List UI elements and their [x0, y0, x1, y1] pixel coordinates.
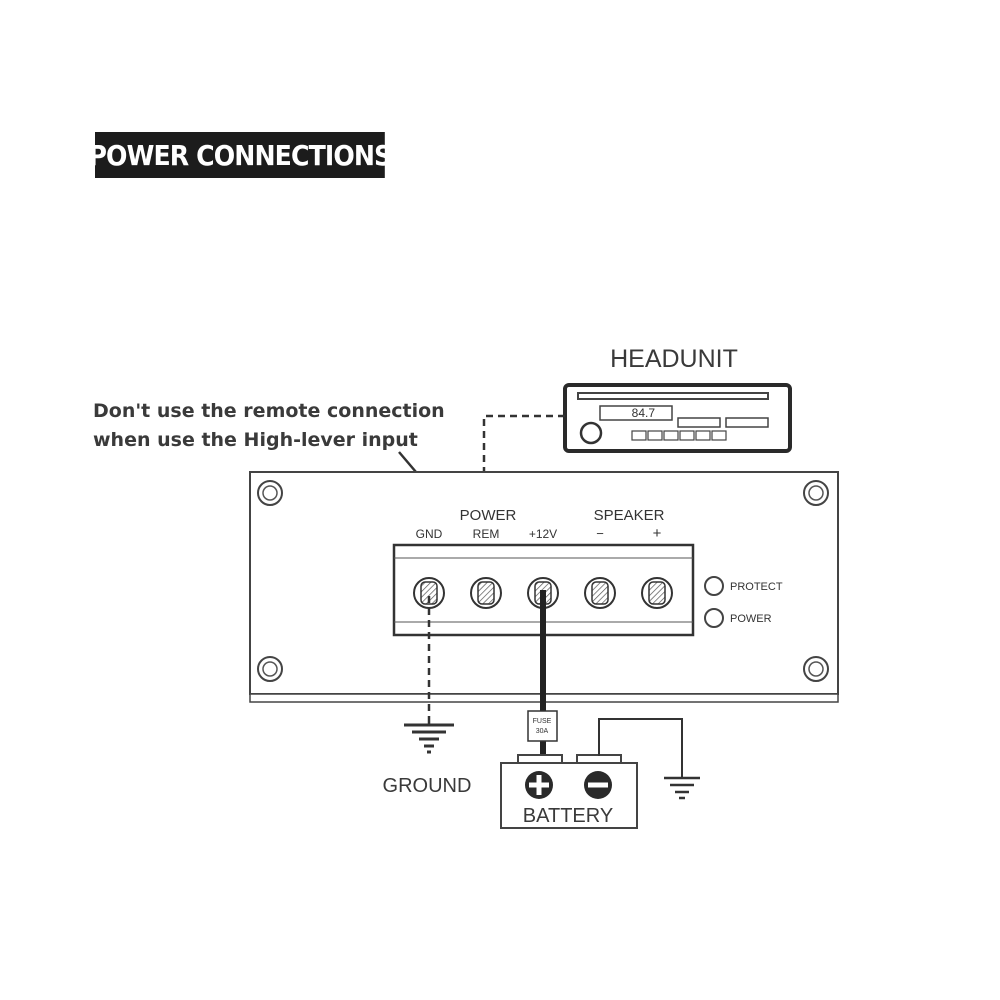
fuse-label-line1: FUSE: [533, 718, 552, 725]
headunit-label: HEADUNIT: [610, 345, 738, 373]
protect-led-icon: [704, 576, 724, 596]
screw-icon: [257, 480, 283, 506]
terminal-screw-speaker-neg: [584, 577, 616, 609]
terminal-label-rem: REM: [473, 527, 500, 541]
screw-icon: [257, 656, 283, 682]
power-led-label: POWER: [730, 613, 772, 625]
speaker-group-label: SPEAKER: [594, 507, 665, 524]
headunit: 84.7: [563, 383, 792, 453]
remote-warning-line1: Don't use the remote connection: [93, 400, 445, 422]
battery-negative-icon: [584, 771, 612, 799]
page-title: POWER CONNECTIONS: [88, 132, 392, 178]
terminal-screw-gnd: [413, 577, 445, 609]
power-led-icon: [704, 608, 724, 628]
screw-icon: [803, 480, 829, 506]
terminal-label-12v: +12V: [529, 527, 557, 541]
battery-ground-wire: [598, 718, 683, 778]
remote-warning-line2: when use the High-lever input: [93, 429, 418, 451]
terminal-screw-speaker-pos: [641, 577, 673, 609]
fuse-rating: 30A: [536, 728, 549, 735]
terminal-screw-rem: [470, 577, 502, 609]
protect-led-label: PROTECT: [730, 581, 783, 593]
ground-symbol-icon: [404, 720, 454, 754]
battery-positive-icon: [525, 771, 553, 799]
battery-label: BATTERY: [523, 805, 613, 827]
power-group-label: POWER: [460, 507, 517, 524]
terminal-label-speaker-neg: −: [596, 526, 604, 541]
screw-icon: [803, 656, 829, 682]
ground-label: GROUND: [383, 775, 472, 797]
battery: BATTERY: [500, 754, 638, 829]
headunit-display: 84.7: [632, 406, 656, 420]
terminal-label-speaker-pos: +: [653, 525, 662, 542]
fuse: FUSE 30A: [527, 710, 558, 742]
chassis-ground-icon: [664, 776, 700, 800]
terminal-label-gnd: GND: [416, 527, 443, 541]
volume-knob-icon: [579, 421, 603, 445]
